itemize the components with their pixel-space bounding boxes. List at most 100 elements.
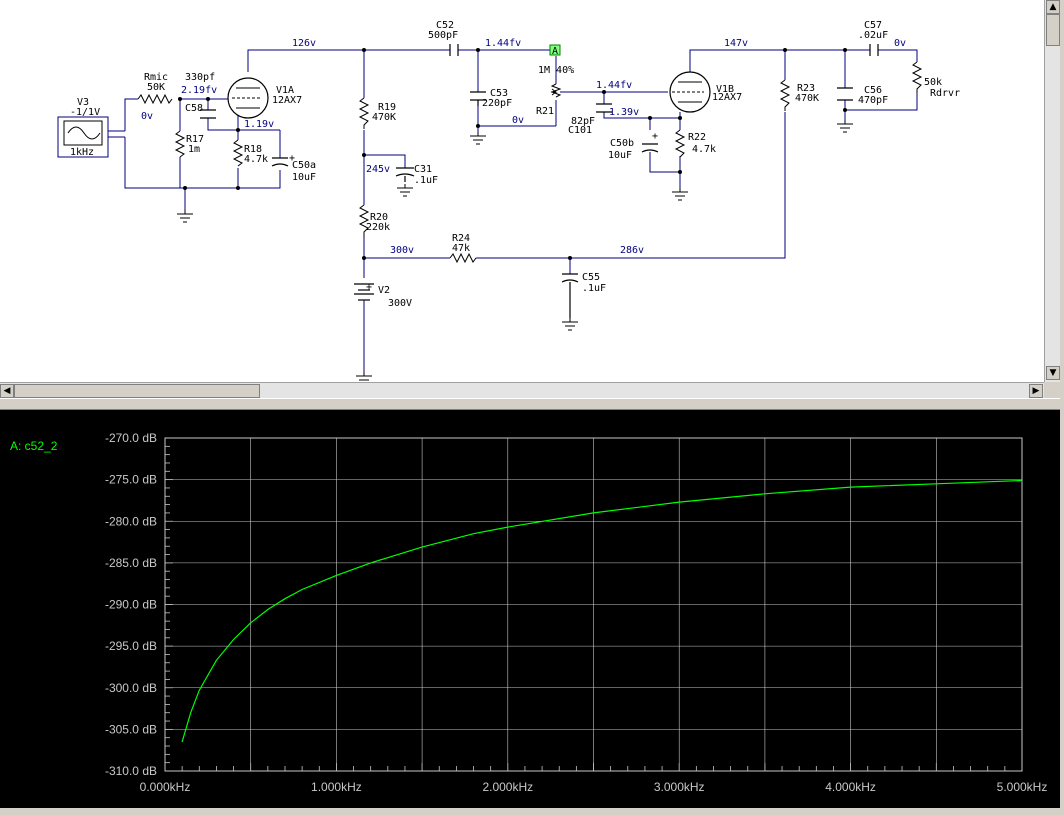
schematic-canvas[interactable]: + + + A V3 -1/1V 1kHz Rmic 50K 330p — [0, 0, 1044, 382]
c50a-value: 10uF — [292, 172, 316, 183]
x-tick-label: 1.000kHz — [311, 780, 362, 794]
c50a-name: C50a — [292, 160, 316, 171]
y-tick-label: -275.0 dB — [105, 473, 157, 487]
node-voltage-300: 300v — [390, 245, 414, 256]
c50b-value: 10uF — [608, 150, 632, 161]
c55-value: .1uF — [582, 283, 606, 294]
vertical-scrollbar[interactable]: ▲ ▼ — [1044, 0, 1061, 382]
v1b-name: V1B — [716, 84, 734, 95]
c58-value: 330pf — [185, 72, 215, 83]
scroll-down-button[interactable]: ▼ — [1046, 366, 1060, 380]
x-tick-label: 0.000kHz — [140, 780, 191, 794]
r20-name: R20 — [370, 212, 388, 223]
c53-value: 220pF — [482, 98, 512, 109]
r18-name: R18 — [244, 144, 262, 155]
r22-name: R22 — [688, 132, 706, 143]
v3-name: V3 — [77, 97, 89, 108]
v1a-type: 12AX7 — [272, 95, 302, 106]
c56-name: C56 — [864, 85, 882, 96]
rmic-name: Rmic — [144, 72, 168, 83]
r17-value: 1m — [188, 144, 200, 155]
node-voltage-output: 0v — [894, 38, 906, 49]
node-voltage-286: 286v — [620, 245, 644, 256]
x-tick-label: 3.000kHz — [654, 780, 705, 794]
node-voltage-r21-bottom: 0v — [512, 115, 524, 126]
y-tick-label: -310.0 dB — [105, 764, 157, 778]
r21-name: R21 — [536, 106, 554, 117]
r20-value: 220k — [366, 222, 390, 233]
node-voltage-grid-v1b: 1.44fv — [596, 80, 632, 91]
rmic-value: 50K — [147, 82, 165, 93]
c50b-name: C50b — [610, 138, 634, 149]
y-tick-label: -295.0 dB — [105, 639, 157, 653]
vertical-scroll-thumb[interactable] — [1046, 14, 1060, 46]
x-tick-label: 5.000kHz — [997, 780, 1048, 794]
v3-value: -1/1V — [70, 107, 100, 118]
v1b-type: 12AX7 — [712, 92, 742, 103]
r23-value: 470K — [795, 93, 819, 104]
r22-value: 4.7k — [692, 144, 716, 155]
c55-name: C55 — [582, 272, 600, 283]
svg-text:+: + — [652, 131, 658, 142]
node-voltage-245: 245v — [366, 164, 390, 175]
node-voltage-input: 0v — [141, 111, 153, 122]
rdrvr-name: Rdrvr — [930, 88, 960, 99]
y-tick-label: -300.0 dB — [105, 681, 157, 695]
window-edge — [1060, 0, 1064, 815]
c52-value: 500pF — [428, 30, 458, 41]
scroll-left-button[interactable]: ◀ — [0, 384, 14, 398]
schematic-diagram: + + + A V3 -1/1V 1kHz Rmic 50K 330p — [57, 20, 960, 382]
horizontal-scroll-thumb[interactable] — [14, 384, 260, 398]
c57-value: .02uF — [858, 30, 888, 41]
svg-text:+: + — [289, 153, 295, 164]
c31-name: C31 — [414, 164, 432, 175]
scroll-right-button[interactable]: ▶ — [1029, 384, 1043, 398]
c57-name: C57 — [864, 20, 882, 31]
rdrvr-value: 50k — [924, 77, 942, 88]
c101-value: 82pF — [571, 116, 595, 127]
frequency-response-chart: -270.0 dB -275.0 dB -280.0 dB -285.0 dB -290… — [10, 431, 1048, 794]
node-voltage-grid-v1a: 2.19fv — [181, 85, 217, 96]
analysis-plot-pane[interactable]: -270.0 dB -275.0 dB -280.0 dB -285.0 dB -290… — [0, 410, 1060, 808]
v2-name: V2 — [378, 285, 390, 296]
r19-value: 470K — [372, 112, 396, 123]
c52-name: C52 — [436, 20, 454, 31]
probe-a-label: A — [552, 46, 558, 57]
svg-text:+: + — [366, 282, 372, 293]
c53-name: C53 — [490, 88, 508, 99]
y-tick-label: -305.0 dB — [105, 722, 157, 736]
node-voltage-cathode-v1a: 1.19v — [244, 119, 274, 130]
r21-value: 1M 40% — [538, 65, 574, 76]
c58-name: C58 — [185, 103, 203, 114]
node-voltage-plate-v1a: 126v — [292, 38, 316, 49]
x-tick-label: 2.000kHz — [482, 780, 533, 794]
r24-name: R24 — [452, 233, 470, 244]
v3-freq: 1kHz — [70, 147, 94, 158]
y-tick-label: -290.0 dB — [105, 598, 157, 612]
v1a-name: V1A — [276, 85, 294, 96]
status-strip — [0, 808, 1064, 815]
trace-legend-label: A: c52_2 — [10, 439, 58, 453]
node-voltage-c52-out: 1.44fv — [485, 38, 521, 49]
pane-splitter[interactable] — [0, 398, 1064, 410]
y-tick-label: -285.0 dB — [105, 556, 157, 570]
r23-name: R23 — [797, 83, 815, 94]
horizontal-scrollbar[interactable]: ◀ ▶ — [0, 382, 1044, 399]
r19-name: R19 — [378, 102, 396, 113]
node-voltage-plate-v1b: 147v — [724, 38, 748, 49]
y-tick-label: -280.0 dB — [105, 514, 157, 528]
r18-value: 4.7k — [244, 154, 268, 165]
x-tick-label: 4.000kHz — [825, 780, 876, 794]
probe-a-marker[interactable] — [549, 44, 561, 56]
c101-name: C101 — [568, 125, 592, 136]
r24-value: 47k — [452, 243, 470, 254]
node-voltage-cathode-v1b: 1.39v — [609, 107, 639, 118]
y-tick-label: -270.0 dB — [105, 431, 157, 445]
c31-value: .1uF — [414, 175, 438, 186]
scrollbar-corner — [1044, 382, 1060, 398]
c56-value: 470pF — [858, 95, 888, 106]
scroll-up-button[interactable]: ▲ — [1046, 0, 1060, 14]
r17-name: R17 — [186, 134, 204, 145]
v2-value: 300V — [388, 298, 412, 309]
trace-line-c52-2 — [181, 479, 1023, 743]
